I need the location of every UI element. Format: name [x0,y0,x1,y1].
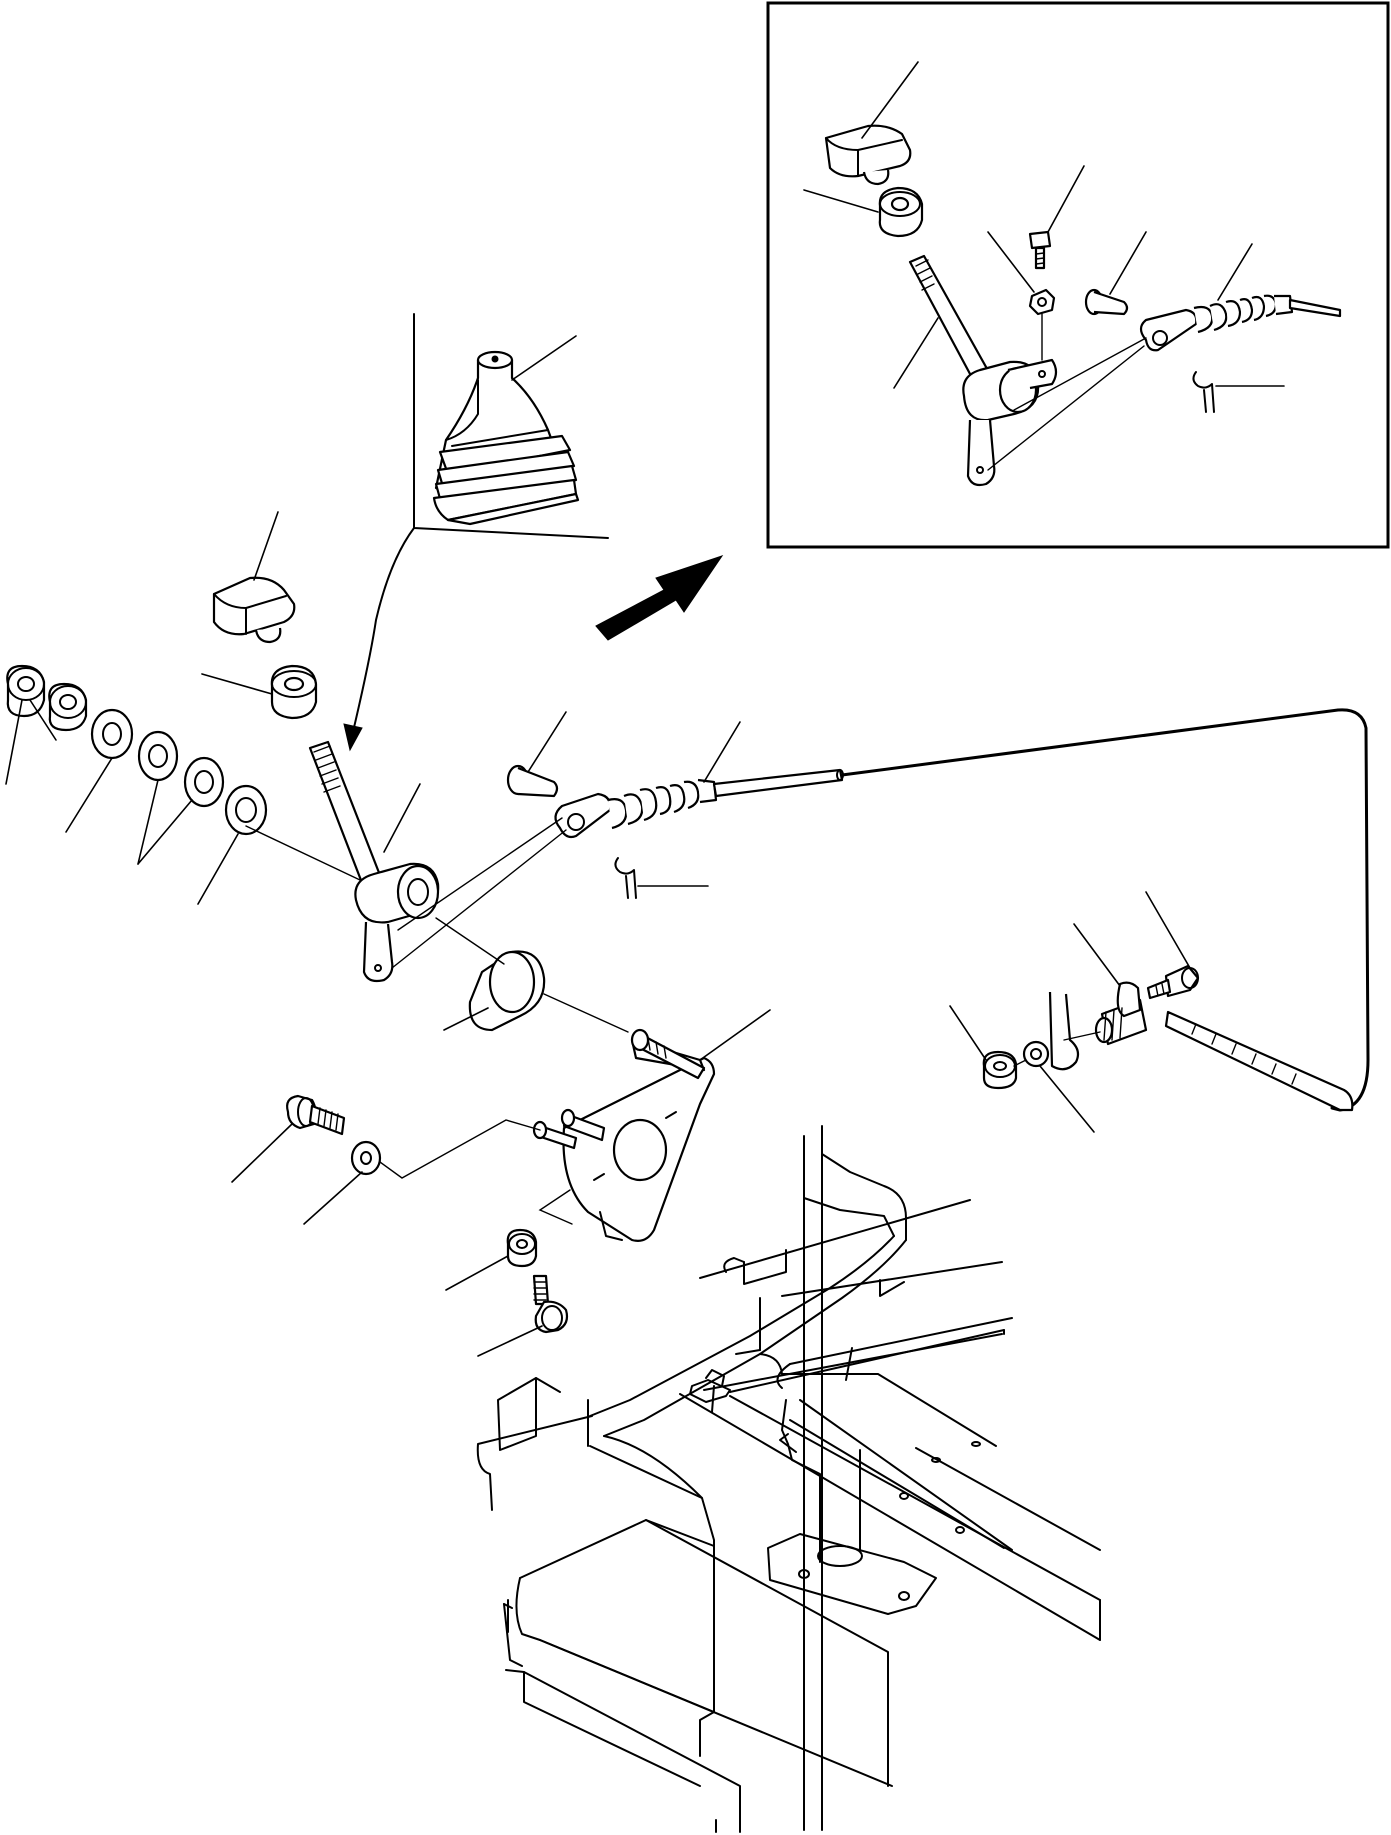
inset-cable-icon [1139,294,1342,352]
cotter-pin-icon [614,857,637,899]
nut-icon [506,1228,538,1268]
lever-icon [308,740,440,983]
inset-clevis-pin-icon [1084,288,1129,316]
bushing-icon [468,950,546,1032]
washer-icon [224,784,268,836]
bracket-icon [532,1028,716,1242]
inset-lever-icon [908,254,1058,487]
inset-frame [766,1,1390,549]
washer-row [6,664,268,836]
washer-icon [350,1140,382,1176]
washer-icon [90,708,134,760]
rubber-boot-icon [432,350,580,526]
inset-nut-icon [878,186,924,238]
inset-bolt-icon [1028,230,1052,270]
nut-icon [6,664,46,718]
inset-detail [766,1,1390,549]
cable-clamp-icon [1048,981,1148,1071]
inset-lock-nut-icon [1028,288,1056,316]
inset-knob-icon [824,124,912,186]
washer-icon [183,756,225,808]
washer-icon [137,730,179,782]
bolt-icon [1146,964,1200,1000]
bolt-icon [532,1274,569,1334]
control-cable-icon [554,708,1370,1112]
inset-cotter-pin-icon [1192,371,1215,413]
washer-icon [1022,1040,1050,1068]
knob-nut-icon [270,664,318,720]
clevis-pin-icon [506,764,559,798]
nut-icon [48,682,88,732]
frame-icon [476,1125,1101,1833]
gear-lever-knob-icon [212,576,296,644]
nut-icon [982,1050,1018,1090]
bolt-icon [286,1094,346,1136]
direction-arrow-icon [595,555,724,641]
